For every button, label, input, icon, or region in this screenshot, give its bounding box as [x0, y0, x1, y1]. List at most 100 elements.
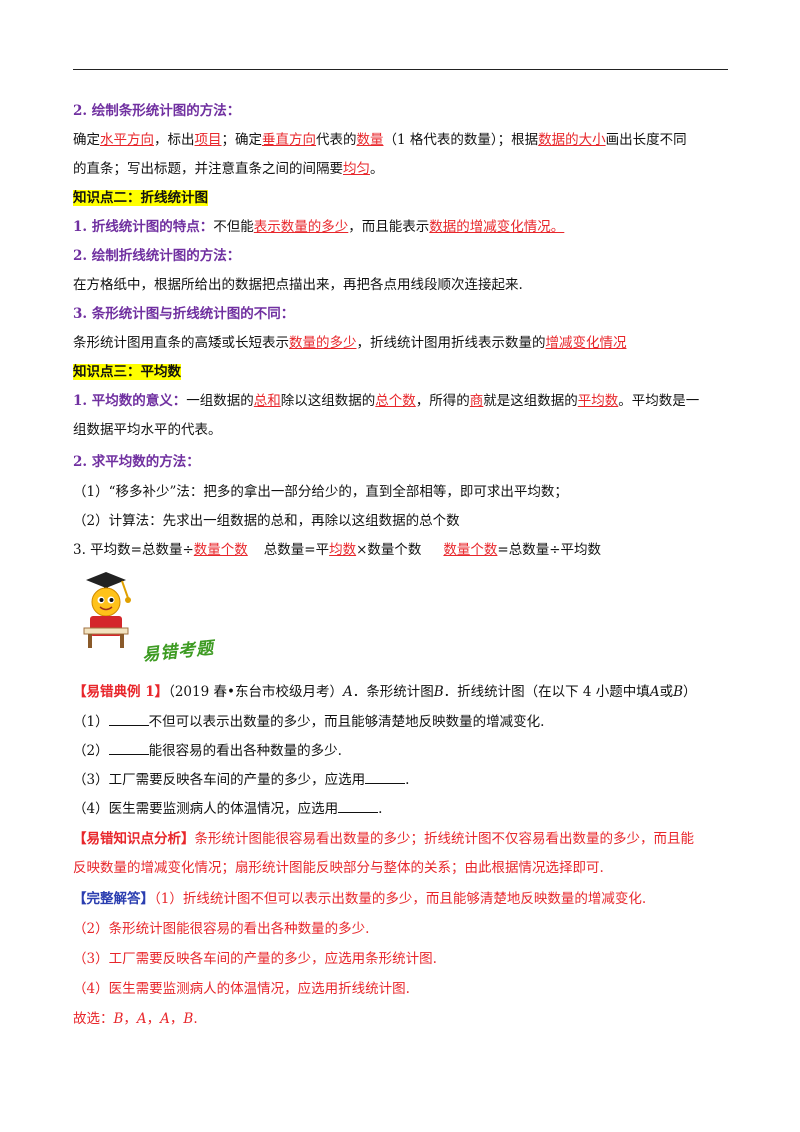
text: ×数量个数	[356, 542, 422, 558]
text: （1 格代表的数量）；根据	[383, 132, 539, 148]
text: ；确定	[221, 132, 263, 148]
text: （1）“移多补少”法：把多的拿出一部分给少的，直到全部相等，即可求出平均数；	[73, 484, 568, 500]
option-b-label: B	[673, 684, 683, 700]
average-formula: 3. 平均数=总数量÷数量个数总数量=平均数×数量个数数量个数=总数量÷平均数	[73, 541, 601, 559]
text: 确定	[73, 132, 100, 148]
section-bar-method-title: 2. 绘制条形统计图的方法：	[73, 102, 240, 120]
text: 不但可以表示出数量的多少，而且能够清楚地反映数量的增减变化.	[148, 714, 545, 730]
analysis-tag: 【易错知识点分析】	[73, 831, 195, 847]
section-title-text: 2. 绘制条形统计图的方法：	[73, 103, 241, 119]
average-method-title: 2. 求平均数的方法：	[73, 453, 200, 471]
answer-blank[interactable]	[108, 741, 149, 755]
answer: 总和	[253, 393, 281, 409]
answer-data-size: 数据的大小	[538, 132, 606, 148]
answer: 表示数量的多少	[253, 219, 349, 235]
solution-tag: 【完整解答】	[73, 891, 154, 907]
solution-line-4: （4）医生需要监测病人的体温情况，应选用折线统计图.	[73, 980, 410, 998]
section-title-text: 2. 求平均数的方法：	[73, 454, 200, 470]
answer: 平均数	[577, 393, 619, 409]
answer-quantity: 数量	[356, 132, 384, 148]
text: .	[405, 772, 410, 788]
analysis-text: 反映数量的增减变化情况；扇形统计图能反映部分与整体的关系；由此根据情况选择即可.	[73, 860, 604, 876]
highlight-heading: 知识点三：平均数	[73, 364, 181, 380]
separator: ，	[123, 1011, 137, 1027]
text: ．条形统计图	[352, 684, 434, 700]
example-heading: 【易错典例 1】（2019 春•东台市校级月考）A．条形统计图B．折线统计图（在…	[73, 683, 696, 701]
mascot-graduate-icon	[83, 572, 131, 648]
text: ，而且能表示	[348, 219, 430, 235]
text: 一组数据的	[186, 393, 254, 409]
difference-text: 条形统计图用直条的高矮或长短表示数量的多少，折线统计图用折线表示数量的增减变化情…	[73, 334, 627, 352]
solution-text: （2）条形统计图能很容易的看出各种数量的多少.	[73, 921, 370, 937]
average-meaning-line-2: 组数据平均水平的代表。	[73, 421, 222, 439]
option-b-label: B	[433, 684, 444, 700]
answer-vertical-direction: 垂直方向	[262, 132, 316, 148]
text: .	[378, 801, 383, 817]
solution-text: （4）医生需要监测病人的体温情况，应选用折线统计图.	[73, 981, 410, 997]
text: ）	[682, 684, 697, 700]
solution-text: （3）工厂需要反映各车间的产量的多少，应选用条形统计图.	[73, 951, 437, 967]
text: （3）工厂需要反映各车间的产量的多少，应选用	[73, 772, 366, 788]
line-chart-feature: 1. 折线统计图的特点：不但能表示数量的多少，而且能表示数据的增减变化情况。	[73, 218, 564, 236]
line-chart-method-text: 在方格纸中，根据所给出的数据把点描出来，再把各点用线段顺次连接起来.	[73, 276, 523, 294]
solution-line-1: 【完整解答】（1）折线统计图不但可以表示出数量的多少，而且能够清楚地反映数量的增…	[73, 890, 646, 908]
knowledge-point-3-heading: 知识点三：平均数	[73, 363, 181, 381]
label: 1. 平均数的意义：	[73, 393, 187, 409]
text: ，折线统计图用折线表示数量的	[356, 335, 546, 351]
text: 或	[659, 684, 674, 700]
text: 代表的	[316, 132, 357, 148]
answer-item: 项目	[194, 132, 222, 148]
answer: 增减变化情况	[545, 335, 627, 351]
option-a-label: A	[649, 684, 660, 700]
text: 总数量=平	[263, 542, 330, 558]
option-a-label: A	[342, 684, 353, 700]
separator: ，	[169, 1011, 184, 1027]
section-title-text: 3. 条形统计图与折线统计图的不同：	[73, 306, 295, 322]
example-tag: 【易错典例 1】	[73, 684, 169, 700]
answer-horizontal-direction: 水平方向	[100, 132, 154, 148]
text: 能很容易的看出各种数量的多少.	[148, 743, 342, 759]
text: 3. 平均数=总数量÷	[73, 542, 194, 558]
answer: 均数	[329, 542, 357, 558]
answer-blank[interactable]	[338, 799, 379, 813]
text: 。平均数是一	[618, 393, 700, 409]
answer: 数量个数	[193, 542, 248, 558]
answer: 数量的多少	[289, 335, 357, 351]
text: （1）	[73, 714, 109, 730]
answer-blank[interactable]	[108, 712, 149, 726]
average-method-2: （2）计算法：先求出一组数据的总和，再除以这组数据的总个数	[73, 512, 460, 530]
answer-letter: A	[160, 1011, 170, 1027]
answer: 商	[469, 393, 484, 409]
analysis-line-1: 【易错知识点分析】条形统计图能很容易看出数量的多少；折线统计图不仅容易看出数量的…	[73, 830, 694, 848]
answer-blank[interactable]	[365, 770, 406, 784]
final-answer: 故选：B，A，A，B.	[73, 1010, 198, 1028]
text: 条形统计图用直条的高矮或长短表示	[73, 335, 289, 351]
bar-method-line-1: 确定水平方向，标出项目；确定垂直方向代表的数量（1 格代表的数量）；根据数据的大…	[73, 131, 687, 149]
separator: ，	[146, 1011, 161, 1027]
question-2: （2）能很容易的看出各种数量的多少.	[73, 741, 342, 760]
text: ，所得的	[415, 393, 470, 409]
text: 画出长度不同	[605, 132, 687, 148]
text: （2）计算法：先求出一组数据的总和，再除以这组数据的总个数	[73, 513, 460, 529]
difference-title: 3. 条形统计图与折线统计图的不同：	[73, 305, 294, 323]
average-method-1: （1）“移多补少”法：把多的拿出一部分给少的，直到全部相等，即可求出平均数；	[73, 483, 568, 501]
label: 1. 折线统计图的特点：	[73, 219, 214, 235]
answer-letter: A	[136, 1011, 147, 1027]
text: 除以这组数据的	[280, 393, 376, 409]
solution-text: （1）折线统计图不但可以表示出数量的多少，而且能够清楚地反映数量的增减变化.	[154, 891, 647, 907]
bar-method-line-2: 的直条；写出标题，并注意直条之间的间隔要均匀。	[73, 160, 384, 178]
solution-line-3: （3）工厂需要反映各车间的产量的多少，应选用条形统计图.	[73, 950, 437, 968]
text: 组数据平均水平的代表。	[73, 422, 222, 438]
answer-letter: B	[113, 1011, 124, 1027]
analysis-line-2: 反映数量的增减变化情况；扇形统计图能反映部分与整体的关系；由此根据情况选择即可.	[73, 859, 604, 877]
answer: 数量个数	[443, 542, 498, 558]
solution-line-2: （2）条形统计图能很容易的看出各种数量的多少.	[73, 920, 369, 938]
answer-letter: B	[183, 1011, 194, 1027]
highlight-heading: 知识点二：折线统计图	[73, 190, 208, 206]
text: （2019 春•东台市校级月考）	[168, 684, 343, 700]
text: 的直条；写出标题，并注意直条之间的间隔要	[73, 161, 343, 177]
text: 。	[370, 161, 384, 177]
answer: 总个数	[375, 393, 416, 409]
header-rule	[73, 69, 728, 70]
average-meaning-line-1: 1. 平均数的意义：一组数据的总和除以这组数据的总个数，所得的商就是这组数据的平…	[73, 392, 699, 410]
